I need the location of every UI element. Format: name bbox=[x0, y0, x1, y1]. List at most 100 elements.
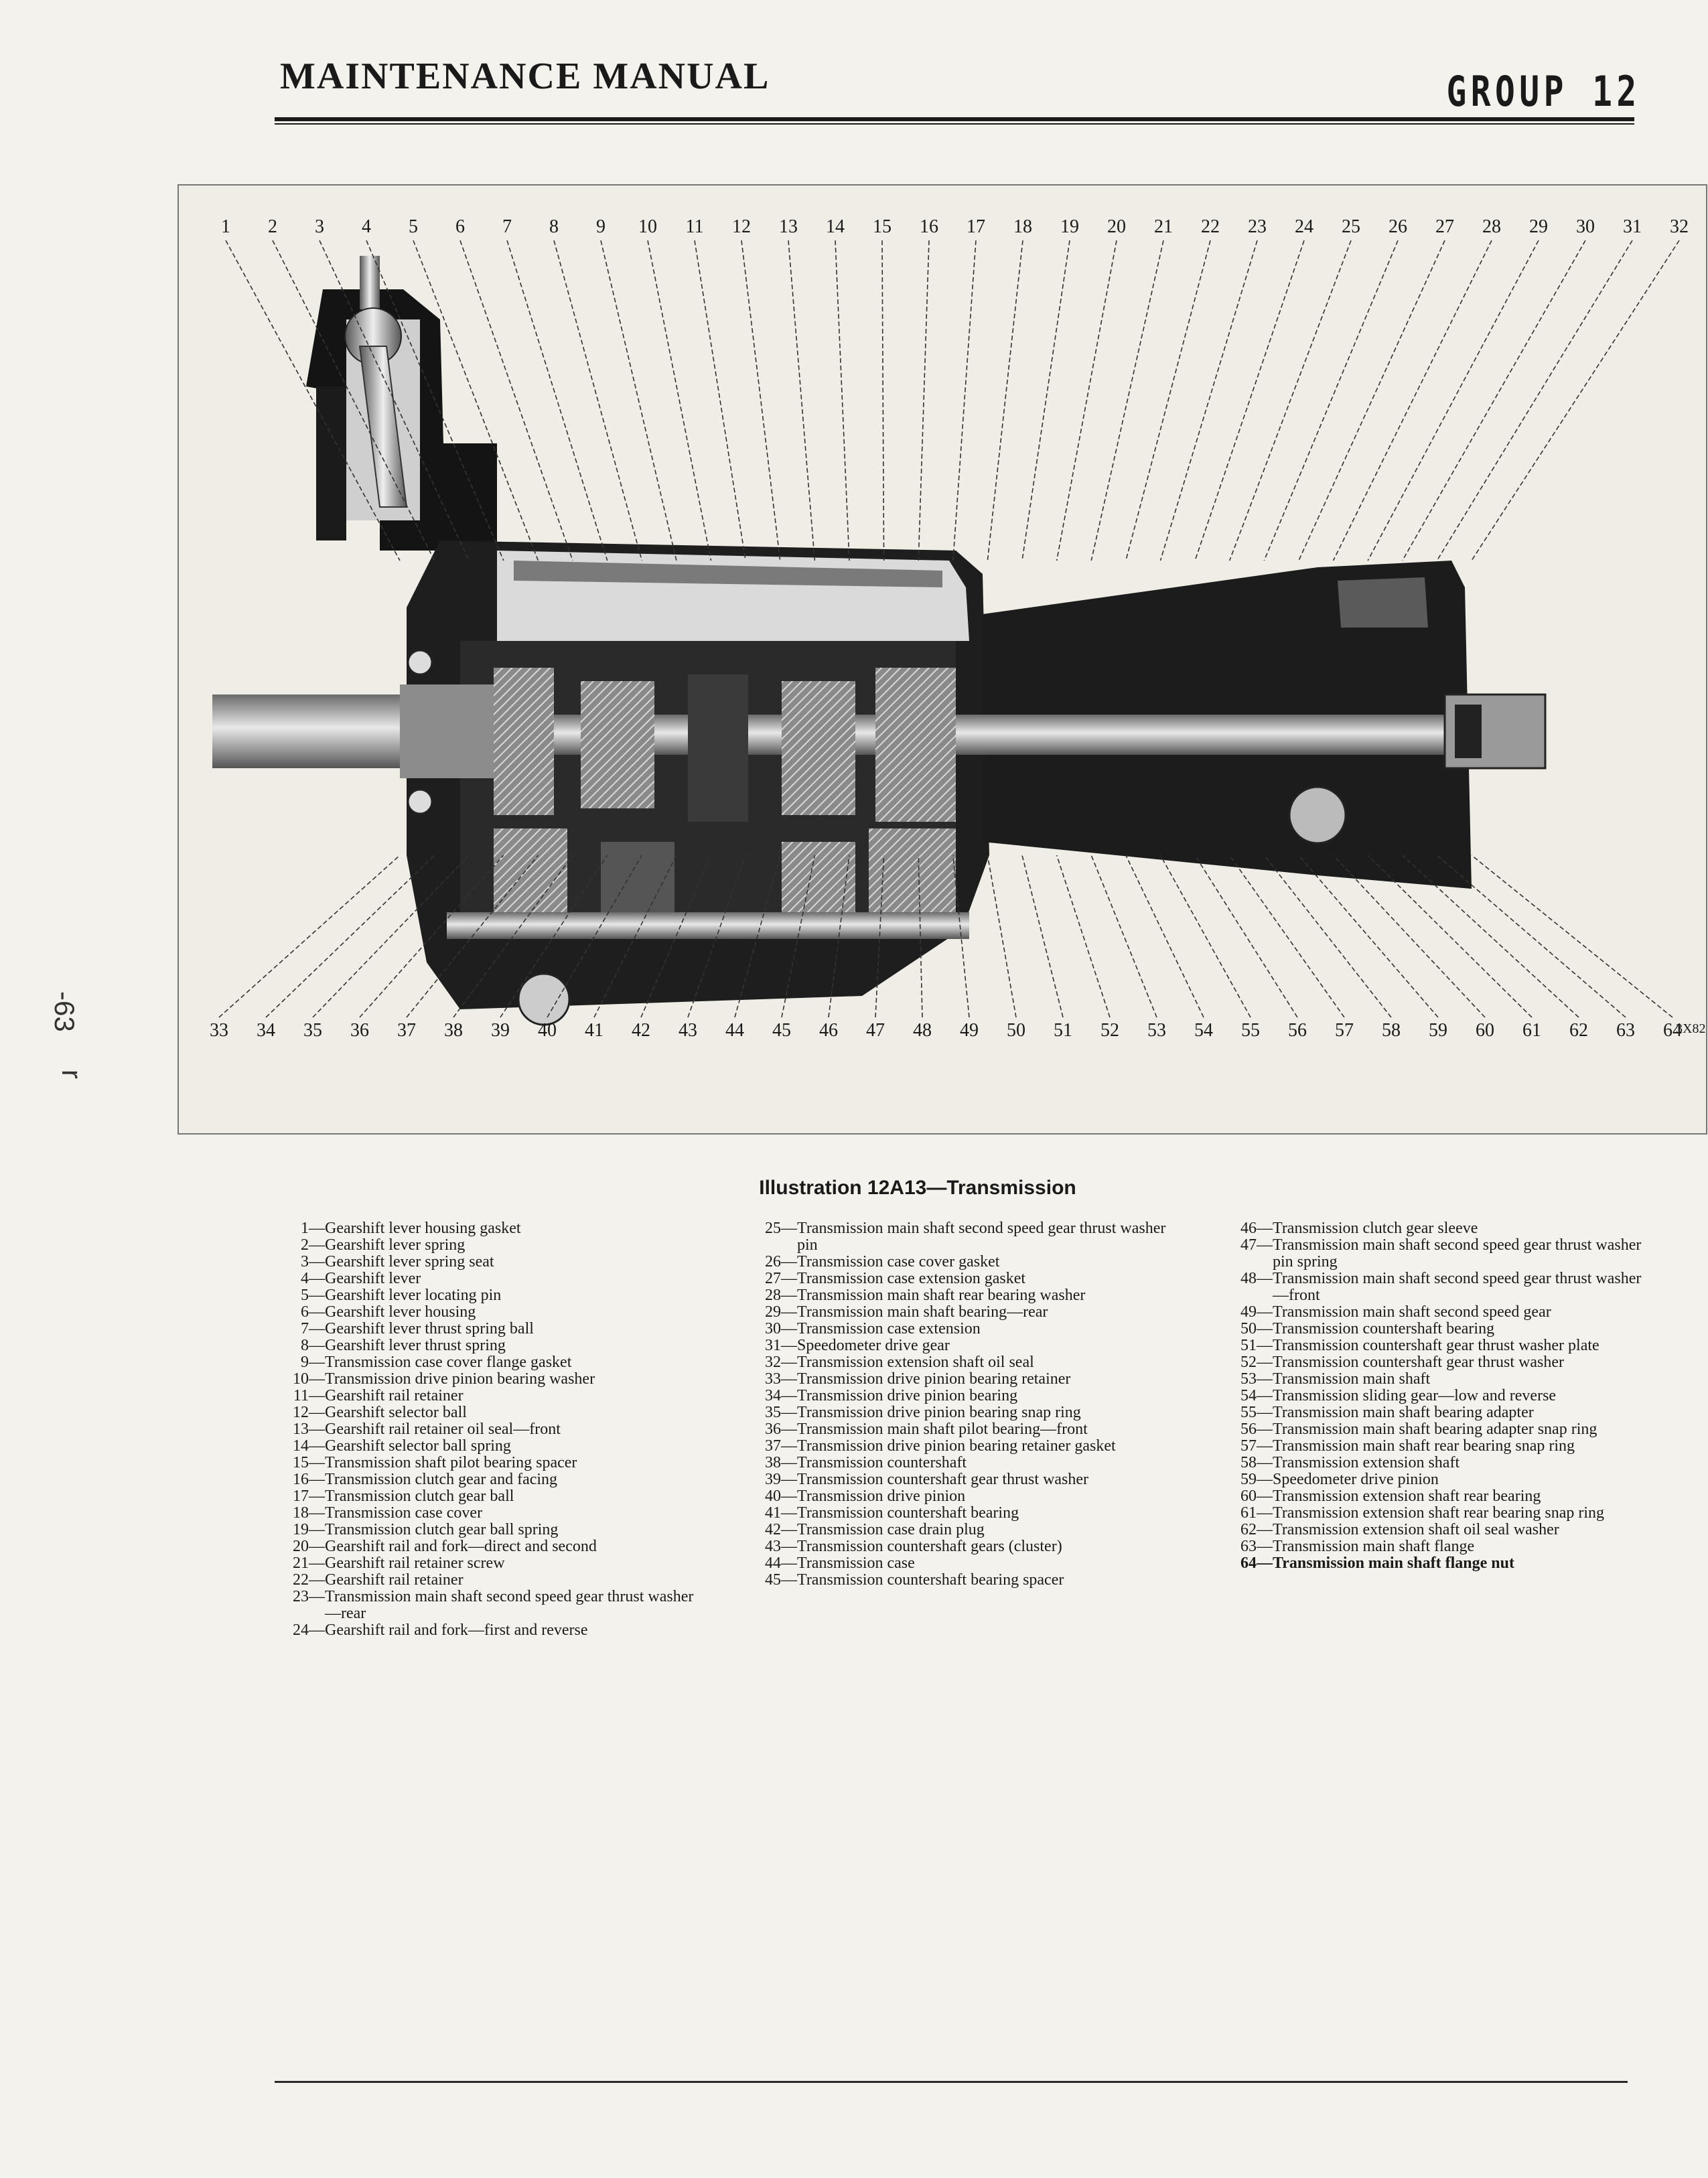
legend-item-24: 24—Gearshift rail and fork—first and rev… bbox=[271, 1622, 707, 1639]
leader-line-12 bbox=[741, 240, 781, 561]
legend-item-text: Transmission main shaft flange nut bbox=[1273, 1554, 1514, 1572]
callout-top-26: 26 bbox=[1389, 216, 1407, 237]
callout-top-21: 21 bbox=[1154, 216, 1173, 237]
main-shaft-gears bbox=[494, 668, 956, 822]
legend-item-number: 33 bbox=[765, 1370, 781, 1388]
callout-top-19: 19 bbox=[1060, 216, 1079, 237]
callout-top-30: 30 bbox=[1576, 216, 1595, 237]
leader-line-4 bbox=[366, 240, 504, 561]
legend-item-text: Transmission case cover gasket bbox=[797, 1253, 1000, 1270]
legend-item-text: Gearshift lever housing gasket bbox=[325, 1220, 521, 1237]
legend-item-dash: — bbox=[781, 1337, 797, 1354]
legend-item-23: 23—Transmission main shaft second speed … bbox=[271, 1589, 707, 1622]
legend-item-dash: — bbox=[1257, 1487, 1273, 1505]
figure-caption: Illustration 12A13—Transmission bbox=[759, 1177, 1076, 1199]
legend-item-dash: — bbox=[781, 1404, 797, 1421]
legend-item-text: Transmission case extension bbox=[797, 1320, 981, 1337]
legend-item-52: 52—Transmission countershaft gear thrust… bbox=[1219, 1354, 1654, 1371]
leader-line-31 bbox=[1436, 240, 1633, 561]
legend-item-number: 2 bbox=[301, 1236, 309, 1254]
gearshift-lever-housing bbox=[306, 289, 497, 551]
legend-item-49: 49—Transmission main shaft second speed … bbox=[1219, 1304, 1654, 1321]
legend-item-dash: — bbox=[1257, 1554, 1273, 1572]
callout-top-1: 1 bbox=[221, 216, 230, 237]
callout-top-24: 24 bbox=[1295, 216, 1313, 237]
legend-item-text: Transmission extension shaft oil seal wa… bbox=[1273, 1521, 1559, 1538]
leader-line-34 bbox=[265, 855, 435, 1018]
legend-item-number: 42 bbox=[765, 1521, 781, 1538]
leader-line-57 bbox=[1229, 855, 1345, 1018]
legend-item-32: 32—Transmission extension shaft oil seal bbox=[743, 1354, 1179, 1371]
callout-top-6: 6 bbox=[455, 216, 465, 237]
legend-item-33: 33—Transmission drive pinion bearing ret… bbox=[743, 1371, 1179, 1388]
legend-item-dash: — bbox=[309, 1538, 325, 1555]
legend-item-text: Transmission case cover flange gasket bbox=[325, 1354, 572, 1371]
leader-line-1 bbox=[225, 240, 401, 561]
legend-item-text: Gearshift lever thrust spring ball bbox=[325, 1320, 534, 1337]
legend-item-39: 39—Transmission countershaft gear thrust… bbox=[743, 1471, 1179, 1488]
legend-item-29: 29—Transmission main shaft bearing—rear bbox=[743, 1304, 1179, 1321]
legend-item-dash: — bbox=[309, 1337, 325, 1354]
legend-item-text: Transmission main shaft rear bearing was… bbox=[797, 1287, 1086, 1304]
legend-item-18: 18—Transmission case cover bbox=[271, 1505, 707, 1522]
legend-item-51: 51—Transmission countershaft gear thrust… bbox=[1219, 1337, 1654, 1354]
legend-item-text: Transmission shaft pilot bearing spacer bbox=[325, 1454, 577, 1471]
legend-item-number: 20 bbox=[293, 1538, 309, 1555]
legend-item-number: 32 bbox=[765, 1354, 781, 1371]
callout-bottom-56: 56 bbox=[1288, 1020, 1307, 1041]
legend-item-28: 28—Transmission main shaft rear bearing … bbox=[743, 1287, 1179, 1304]
callout-top-29: 29 bbox=[1529, 216, 1548, 237]
legend-item-20: 20—Gearshift rail and fork—direct and se… bbox=[271, 1538, 707, 1555]
callout-bottom-35: 35 bbox=[303, 1020, 322, 1041]
legend-item-dash: — bbox=[309, 1270, 325, 1287]
legend-item-dash: — bbox=[1257, 1471, 1273, 1488]
leader-line-37 bbox=[406, 855, 539, 1018]
leader-line-50 bbox=[987, 855, 1017, 1018]
legend-item-number: 56 bbox=[1240, 1421, 1257, 1438]
legend-item-number: 50 bbox=[1240, 1320, 1257, 1337]
legend-item-dash: — bbox=[1257, 1404, 1273, 1421]
callout-bottom-45: 45 bbox=[772, 1020, 791, 1041]
callout-bottom-44: 44 bbox=[725, 1020, 744, 1041]
callout-bottom-48: 48 bbox=[913, 1020, 932, 1041]
leader-line-19 bbox=[1021, 240, 1070, 561]
legend-item-dash: — bbox=[1257, 1354, 1273, 1371]
legend-item-number: 43 bbox=[765, 1538, 781, 1555]
legend-item-number: 52 bbox=[1240, 1354, 1257, 1371]
legend-item-dash: — bbox=[781, 1554, 797, 1572]
leader-line-43 bbox=[687, 855, 746, 1018]
callout-top-3: 3 bbox=[315, 216, 324, 237]
legend-item-text: Transmission countershaft bearing spacer bbox=[797, 1571, 1064, 1589]
legend-item-60: 60—Transmission extension shaft rear bea… bbox=[1219, 1488, 1654, 1505]
header-title: MAINTENANCE MANUAL bbox=[280, 56, 770, 97]
legend-item-number: 59 bbox=[1240, 1471, 1257, 1488]
legend-item-5: 5—Gearshift lever locating pin bbox=[271, 1287, 707, 1304]
leader-line-30 bbox=[1402, 240, 1586, 561]
callout-top-18: 18 bbox=[1013, 216, 1032, 237]
legend-item-2: 2—Gearshift lever spring bbox=[271, 1237, 707, 1254]
legend-item-number: 31 bbox=[765, 1337, 781, 1354]
legend-item-number: 39 bbox=[765, 1471, 781, 1488]
legend-item-text: Speedometer drive gear bbox=[797, 1337, 950, 1354]
legend-item-number: 10 bbox=[293, 1370, 309, 1388]
legend-item-number: 26 bbox=[765, 1253, 781, 1270]
legend-item-text: Transmission main shaft second speed gea… bbox=[1273, 1236, 1642, 1270]
legend-item-number: 38 bbox=[765, 1454, 781, 1471]
leader-line-63 bbox=[1436, 855, 1626, 1018]
legend-item-dash: — bbox=[781, 1437, 797, 1455]
callout-top-7: 7 bbox=[502, 216, 512, 237]
callout-bottom-53: 53 bbox=[1147, 1020, 1166, 1041]
legend-item-dash: — bbox=[781, 1504, 797, 1522]
legend-item-7: 7—Gearshift lever thrust spring ball bbox=[271, 1321, 707, 1337]
legend-item-number: 25 bbox=[765, 1220, 781, 1237]
legend-item-10: 10—Transmission drive pinion bearing was… bbox=[271, 1371, 707, 1388]
legend-item-53: 53—Transmission main shaft bbox=[1219, 1371, 1654, 1388]
legend-item-number: 3 bbox=[301, 1253, 309, 1270]
legend-item-dash: — bbox=[309, 1454, 325, 1471]
callout-bottom-57: 57 bbox=[1335, 1020, 1354, 1041]
leader-lines bbox=[218, 240, 1680, 1018]
legend-item-text: Transmission extension shaft oil seal bbox=[797, 1354, 1034, 1371]
legend-item-text: Gearshift rail retainer oil seal—front bbox=[325, 1421, 561, 1438]
